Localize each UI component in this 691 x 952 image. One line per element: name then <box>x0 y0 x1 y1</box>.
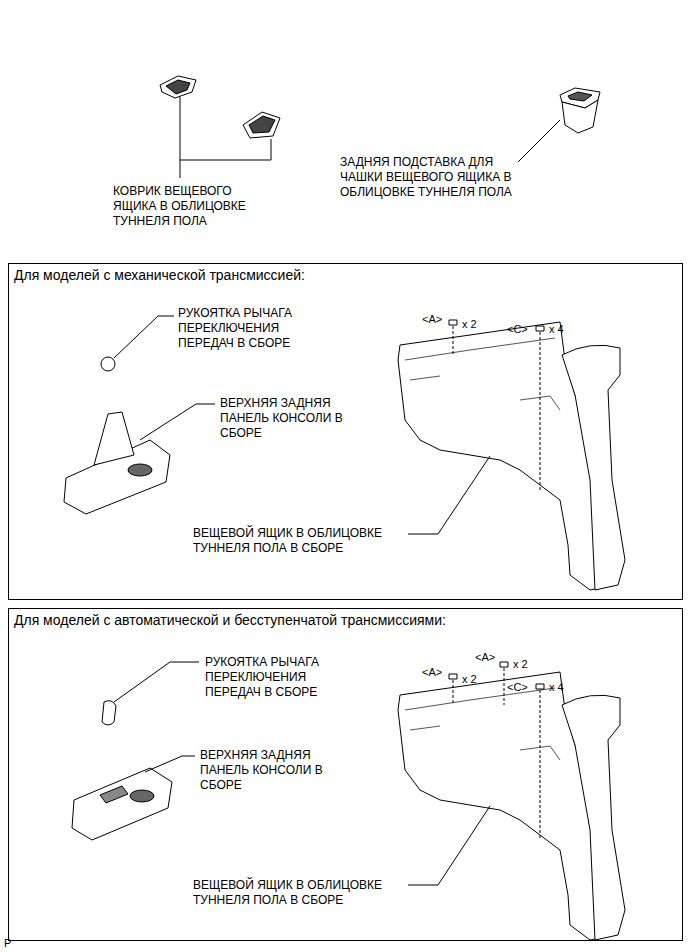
part-name: РУКОЯТКА РЫЧАГА ПЕРЕКЛЮЧЕНИЯ ПЕРЕДАЧ В С… <box>205 655 350 700</box>
callout-label: <A> <box>422 665 442 680</box>
screw-head <box>536 684 544 689</box>
floor-mat <box>160 76 280 138</box>
callout-label: <C> <box>507 322 528 337</box>
mat-small-inner <box>166 80 190 94</box>
callout-label: x 4 <box>549 680 564 695</box>
mat-large-inner <box>249 116 275 133</box>
cup-inner <box>568 92 592 101</box>
screw <box>449 662 544 840</box>
screw-axis <box>540 690 541 840</box>
console-box <box>398 672 625 940</box>
shift-panel <box>64 412 170 514</box>
screw-axis <box>540 332 541 490</box>
variant-panel: Для моделей с механической трансмиссией: <box>8 263 683 600</box>
callout-label: x 2 <box>513 657 528 672</box>
leader-line <box>518 120 560 162</box>
callout-label: <A> <box>422 312 442 327</box>
mat-large <box>243 112 280 138</box>
part-name: ВЕРХНЯЯ ЗАДНЯЯ ПАНЕЛЬ КОНСОЛИ В СБОРЕ <box>220 396 355 441</box>
part-name: КОВРИК ВЕЩЕВОГО ЯЩИКА В ОБЛИЦОВКЕ ТУННЕЛ… <box>113 184 263 229</box>
shift-gate <box>100 786 128 803</box>
leader-line <box>145 756 195 772</box>
callout-label: x 2 <box>462 317 477 332</box>
callout-label: x 2 <box>462 672 477 687</box>
screw-head <box>449 320 457 325</box>
part-name: ВЕРХНЯЯ ЗАДНЯЯ ПАНЕЛЬ КОНСОЛИ В СБОРЕ <box>200 748 335 793</box>
part-name: ВЕЩЕВОЙ ЯЩИК В ОБЛИЦОВКЕ ТУННЕЛЯ ПОЛА В … <box>193 878 423 908</box>
shift-knob <box>101 357 115 371</box>
screw-axis <box>453 680 454 705</box>
shift-knob <box>102 701 116 725</box>
leader-line <box>408 456 490 534</box>
part-name: ВЕЩЕВОЙ ЯЩИК В ОБЛИЦОВКЕ ТУННЕЛЯ ПОЛА В … <box>193 526 423 556</box>
cup-ring <box>130 790 154 802</box>
shift-boot <box>94 412 134 465</box>
leader-line <box>140 404 215 440</box>
part-name: ЗАДНЯЯ ПОДСТАВКА ДЛЯ ЧАШКИ ВЕЩЕВОГО ЯЩИК… <box>340 155 528 200</box>
screw-axis <box>504 668 505 705</box>
callout-label: P <box>4 936 11 951</box>
cup-ring <box>128 464 152 476</box>
screw-axis <box>453 326 454 356</box>
callout-label: x 4 <box>549 322 564 337</box>
leader-line <box>408 806 490 885</box>
shift-panel-body <box>72 768 172 840</box>
screw-head <box>500 662 508 667</box>
shift-panel <box>72 768 172 840</box>
callout-label: <C> <box>507 680 528 695</box>
panel-heading: Для моделей с автоматической и бесступен… <box>9 609 451 632</box>
cup-body <box>562 100 598 133</box>
leader-line <box>114 316 174 358</box>
leader-line <box>180 97 271 178</box>
screw <box>449 320 544 490</box>
callout-label: <A> <box>475 650 495 665</box>
screw-head <box>536 326 544 331</box>
part-name: РУКОЯТКА РЫЧАГА ПЕРЕКЛЮЧЕНИЯ ПЕРЕДАЧ В С… <box>178 306 323 351</box>
screw-head <box>449 674 457 679</box>
panel-heading: Для моделей с механической трансмиссией: <box>9 264 310 287</box>
mat-small <box>160 76 196 98</box>
cup-holder <box>560 88 600 133</box>
console-box <box>398 322 625 590</box>
leader-line <box>114 662 199 702</box>
